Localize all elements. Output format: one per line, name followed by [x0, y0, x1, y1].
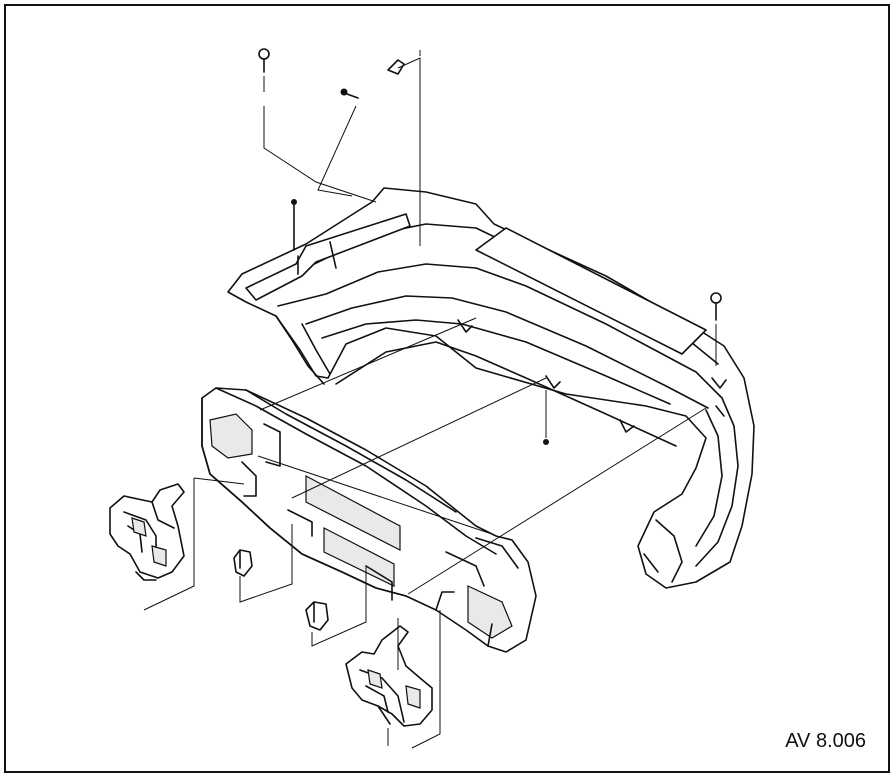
fastener-rivet-center: [543, 439, 549, 445]
fastener-bolt-right: [710, 292, 722, 321]
fastener-screw-small: [340, 88, 359, 99]
left-mounting-bracket: [109, 483, 185, 581]
diagram-frame: AV 8.006: [4, 4, 890, 773]
assembly-leader-lines: [143, 50, 717, 749]
fastener-bolt-top: [258, 48, 270, 73]
figure-reference-code: AV 8.006: [785, 730, 866, 752]
fastener-clip-nut: [387, 59, 405, 75]
small-clip-right: [305, 601, 329, 631]
energy-absorber-beam: [201, 387, 537, 653]
fastener-bolt-left: [291, 199, 297, 251]
right-mounting-bracket: [345, 625, 433, 727]
bumper-exploded-diagram: [109, 48, 755, 749]
small-clip-left: [233, 549, 253, 577]
